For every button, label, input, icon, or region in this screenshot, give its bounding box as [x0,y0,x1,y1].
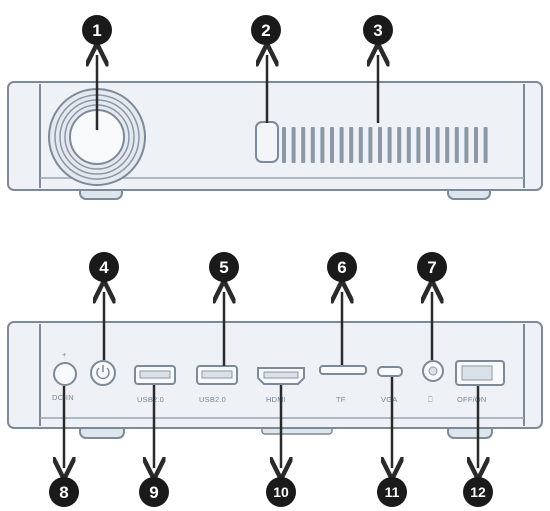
svg-text:6: 6 [337,258,346,277]
dc-in-port [53,362,77,386]
callout-badge: 6 [327,252,357,282]
callout-badge: 5 [209,252,239,282]
callout-badge: 1 [82,15,112,45]
vent-slot [301,127,306,163]
svg-text:7: 7 [427,258,436,277]
svg-text:4: 4 [99,258,109,277]
rear-view: + DC-IN USB2.0 USB2.0 HDMI TF VGA ⎕ OFF/… [7,321,543,439]
tf-slot [319,365,367,375]
vent-slot [483,127,488,163]
usb-2-label: USB2.0 [199,395,226,404]
svg-text:1: 1 [92,21,101,40]
vent-grille [282,127,488,163]
callout-badge: 12 [463,477,493,507]
vent-slot [416,127,421,163]
vent-slot [445,127,450,163]
front-view [7,81,543,200]
vent-slot [368,127,373,163]
vent-slot [330,127,334,163]
svg-text:5: 5 [219,258,228,277]
vent-slot [474,127,478,163]
vent-slot [358,127,363,163]
vent-slot [282,127,286,163]
svg-text:10: 10 [273,484,289,500]
callout-badge: 3 [363,15,393,45]
callout-badge: 10 [266,477,296,507]
vent-slot [397,127,402,163]
callout-badge: 11 [377,477,407,507]
svg-text:3: 3 [373,21,382,40]
svg-text:11: 11 [385,484,400,500]
vent-slot [378,127,382,163]
vent-slot [349,127,354,163]
svg-text:8: 8 [59,483,68,502]
vent-slot [387,127,392,163]
vent-slot [454,127,459,163]
callout-badge: 9 [139,477,169,507]
ir-sensor [255,121,279,163]
vent-slot [291,127,296,163]
lens [48,88,146,186]
vent-slot [406,127,411,163]
power-icon [96,367,110,380]
callout-badge: 8 [49,477,79,507]
dc-in-marker: + [62,350,67,359]
vent-slot [320,127,325,163]
callout-badge: 4 [89,252,119,282]
micro-usb-port [377,366,403,377]
callout-badge: 2 [251,15,281,45]
micro-usb-label: VGA [381,395,397,404]
svg-text:9: 9 [149,483,158,502]
tf-label: TF [336,395,346,404]
usb-1-label: USB2.0 [137,395,164,404]
hdmi-label: HDMI [266,395,286,404]
vent-slot [339,127,344,163]
svg-text:2: 2 [261,21,270,40]
callout-badge: 7 [417,252,447,282]
vent-slot [310,127,315,163]
vent-slot [464,127,469,163]
audio-label: ⎕ [428,395,433,404]
vent-slot [426,127,430,163]
vent-slot [435,127,440,163]
power-button [90,360,116,386]
ethernet-label: OFF/ON [457,395,487,404]
svg-text:12: 12 [470,484,486,500]
